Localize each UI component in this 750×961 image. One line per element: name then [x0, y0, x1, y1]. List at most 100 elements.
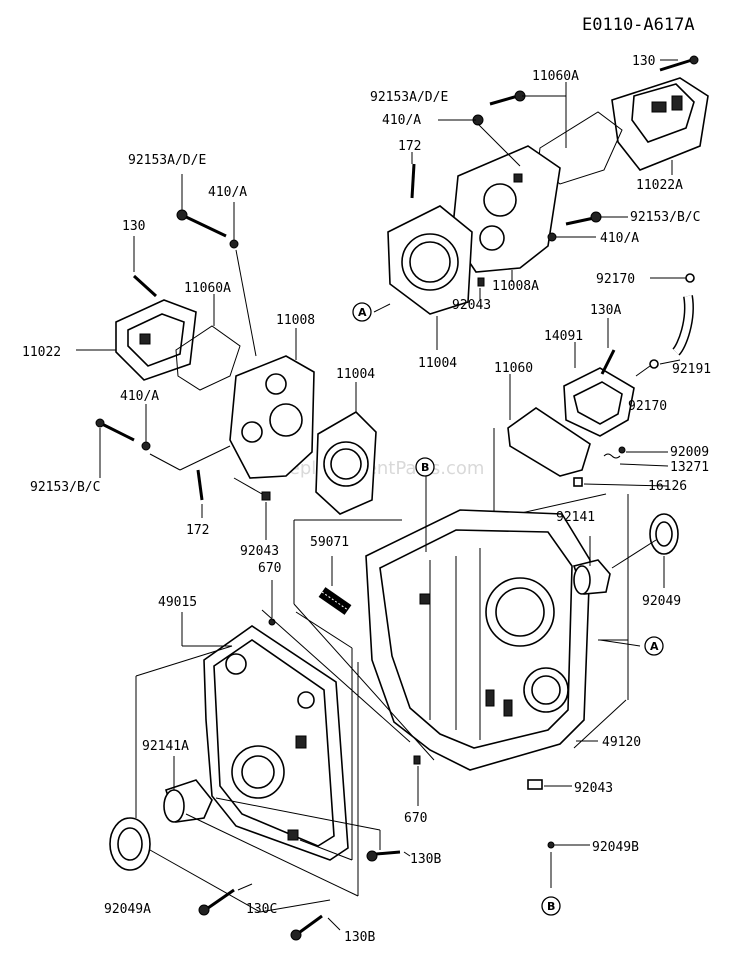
spring-13271: [603, 453, 621, 459]
label-11060a-left: 11060A: [184, 281, 231, 296]
label-11004-mid: 11004: [336, 367, 375, 382]
label-410a-left: 410/A: [208, 185, 247, 200]
valve-16126: [573, 477, 583, 487]
bolt-92153bc-left: [95, 418, 135, 442]
oil-seal-92049a: [109, 817, 151, 871]
svg-text:B: B: [547, 900, 555, 913]
label-130-top: 130: [632, 54, 655, 69]
stud-172-left: [196, 469, 204, 501]
label-13271: 13271: [670, 460, 709, 475]
svg-text:A: A: [650, 640, 659, 653]
bolt-130a: [600, 349, 616, 375]
svg-text:B: B: [421, 461, 429, 474]
bolt-130-top: [659, 55, 699, 72]
callout-a-right: A: [644, 636, 664, 656]
bolt-130-left: [132, 274, 158, 298]
label-92141: 92141: [556, 510, 595, 525]
washer-410a-left: [229, 239, 239, 249]
label-92043-left: 92043: [240, 544, 279, 559]
dowel-92043-top: [477, 277, 485, 287]
stud-172-top: [410, 163, 416, 199]
label-130-left: 130: [122, 219, 145, 234]
clamp-92170-mid: [649, 359, 659, 369]
leader-lines-gearcase: [135, 611, 411, 931]
label-59071: 59071: [310, 535, 349, 550]
leader-lines-left: [76, 174, 357, 540]
label-92153ade-left: 92153A/D/E: [128, 153, 206, 168]
label-92153ade-top: 92153A/D/E: [370, 90, 448, 105]
label-92043-top: 92043: [452, 298, 491, 313]
label-11008a: 11008A: [492, 279, 539, 294]
label-172-top: 172: [398, 139, 421, 154]
screen-59071: [318, 587, 352, 615]
breather-hose-92191: [672, 295, 694, 356]
gasket-11060a-left: [175, 325, 241, 391]
label-11060: 11060: [494, 361, 533, 376]
seal-92049b: [547, 841, 555, 849]
label-92049a: 92049A: [104, 902, 151, 917]
label-14091: 14091: [544, 329, 583, 344]
dowel-670-top: [268, 618, 276, 626]
gear-case-49015: [203, 625, 349, 861]
bolt-130c: [198, 888, 235, 916]
breather-cover-14091: [563, 367, 635, 437]
cylinder-head-11008: [229, 355, 315, 479]
label-130b-1: 130B: [410, 852, 441, 867]
label-92153bc-left: 92153/B/C: [30, 480, 100, 495]
label-92009: 92009: [670, 445, 709, 460]
label-670-top: 670: [258, 561, 281, 576]
bolt-130b-2: [290, 914, 323, 941]
label-92170-mid: 92170: [628, 399, 667, 414]
dowel-92043-left: [261, 491, 271, 501]
head-cover-11022a: [611, 77, 709, 171]
head-gasket-11004-top: [387, 205, 473, 315]
callout-b-bottom: B: [541, 896, 561, 916]
bolt-92153ade-left: [176, 209, 227, 238]
label-92191: 92191: [672, 362, 711, 377]
crankcase-49120: [365, 509, 591, 771]
label-130b-2: 130B: [344, 930, 375, 945]
label-410a-top: 410/A: [382, 113, 421, 128]
breather-gasket-11060: [507, 407, 591, 477]
label-49120: 49120: [602, 735, 641, 750]
leader-lines-breather: [489, 277, 686, 521]
svg-text:A: A: [358, 306, 367, 319]
dowel-670-bot: [413, 755, 421, 765]
diagram-code: E0110-A617A: [582, 15, 695, 35]
label-49015: 49015: [158, 595, 197, 610]
label-11060a-top: 11060A: [532, 69, 579, 84]
label-670-bot: 670: [404, 811, 427, 826]
label-410a-left2: 410/A: [120, 389, 159, 404]
label-11022: 11022: [22, 345, 61, 360]
bushing-92141a: [163, 779, 213, 823]
head-cover-11022: [115, 299, 197, 381]
label-92049: 92049: [642, 594, 681, 609]
washer-410a-left2: [141, 441, 151, 451]
label-92043-bot: 92043: [574, 781, 613, 796]
label-92049b: 92049B: [592, 840, 639, 855]
label-16126: 16126: [648, 479, 687, 494]
label-11004-top: 11004: [418, 356, 457, 371]
label-130a: 130A: [590, 303, 621, 318]
callout-a-top: A: [352, 302, 372, 322]
label-410a-mid: 410/A: [600, 231, 639, 246]
label-92170-top: 92170: [596, 272, 635, 287]
oil-seal-92049: [649, 513, 679, 555]
bolt-92153ade-top: [489, 90, 526, 106]
label-172-left: 172: [186, 523, 209, 538]
label-92141a: 92141A: [142, 739, 189, 754]
label-92153bc-top: 92153/B/C: [630, 210, 700, 225]
plug-92009: [618, 446, 626, 454]
label-11008: 11008: [276, 313, 315, 328]
clamp-92170-top: [685, 273, 695, 283]
bolt-92153bc-top: [565, 211, 602, 226]
bolt-130b-1: [366, 850, 401, 862]
leader-lines-top-right: [373, 59, 678, 350]
label-11022a: 11022A: [636, 178, 683, 193]
label-130c: 130C: [246, 902, 277, 917]
dowel-92043-bot: [527, 779, 543, 790]
bushing-92141: [572, 559, 611, 595]
part-labels: 130 92153A/D/E 11060A 410/A 172 11022A 9…: [22, 54, 711, 945]
callout-b-mid: B: [415, 457, 435, 477]
